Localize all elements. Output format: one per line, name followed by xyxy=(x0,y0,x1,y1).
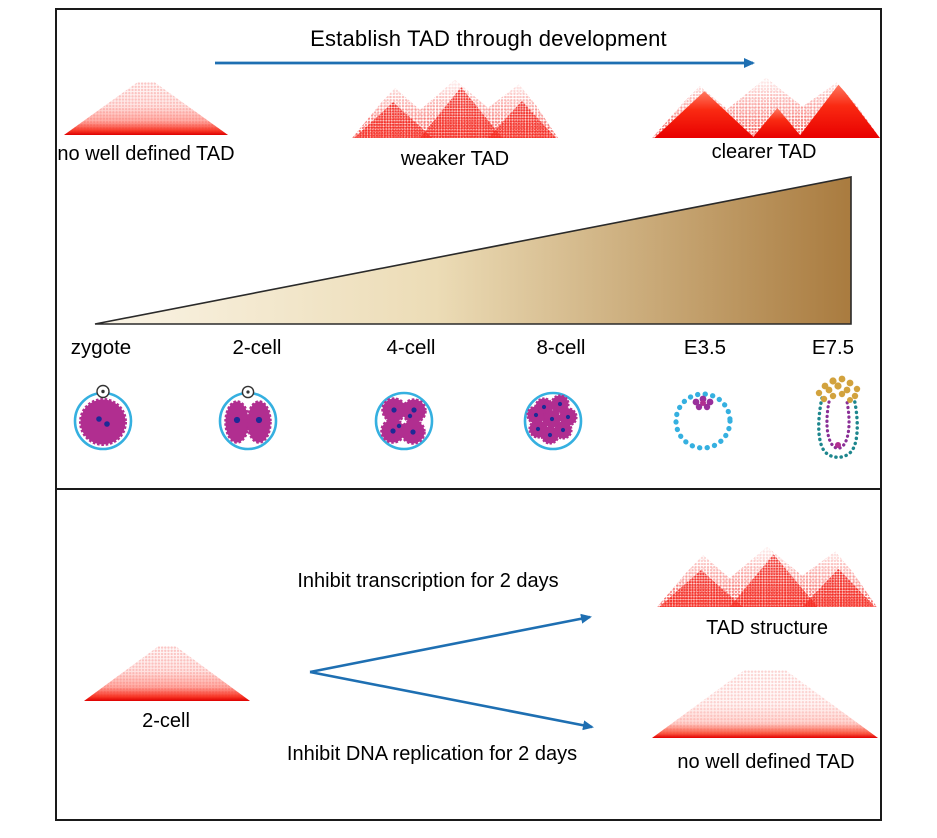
eight-cell-embryo-icon xyxy=(523,391,583,451)
branch-label-inhibit-dna-replication: Inhibit DNA replication for 2 days xyxy=(286,743,578,765)
polar-body xyxy=(96,384,110,399)
blastomeres xyxy=(380,397,427,445)
polar-body xyxy=(241,385,255,399)
result-label-tad-structure: TAD structure xyxy=(706,617,828,639)
blastomeres xyxy=(224,400,272,444)
egg-cylinder-embryo-icon xyxy=(815,375,861,459)
heatmap-label-weaker-tad: weaker TAD xyxy=(400,148,510,170)
hic-heatmap-weaker-tad xyxy=(352,80,558,138)
zygote-embryo-icon xyxy=(73,384,133,451)
trophectoderm-ring xyxy=(673,391,733,451)
zona-pellucida xyxy=(523,391,583,451)
blastomeres xyxy=(526,394,578,445)
stage-label-zygote: zygote xyxy=(70,336,132,359)
stage-label-4cell: 4-cell xyxy=(386,336,436,359)
hic-heatmap-2cell-source xyxy=(84,646,250,701)
visceral-endoderm-outline xyxy=(817,396,859,459)
panel-title: Establish TAD through development xyxy=(310,26,667,51)
blastocyst-embryo-icon xyxy=(673,391,733,451)
branch-label-inhibit-transcription: Inhibit transcription for 2 days xyxy=(297,570,559,592)
heatmap-label-clearer-tad: clearer TAD xyxy=(711,141,817,163)
two-cell-embryo-icon xyxy=(218,385,278,451)
development-panel: Establish TAD through development no wel… xyxy=(55,8,882,490)
stage-label-2cell: 2-cell xyxy=(232,336,282,359)
source-stage-label: 2-cell xyxy=(142,710,190,732)
development-gradient-wedge xyxy=(94,176,852,325)
pronucleus xyxy=(96,416,102,422)
zona-pellucida xyxy=(374,391,434,451)
blastomere xyxy=(79,398,127,446)
inhibition-panel: 2-cell Inhibit transcription for 2 days … xyxy=(55,488,882,821)
inner-cell-mass xyxy=(692,395,714,411)
branch-arrows-icon xyxy=(309,613,594,731)
epiblast-lining xyxy=(825,400,851,450)
development-arrow-icon xyxy=(215,58,755,68)
heatmap-label-no-tad: no well defined TAD xyxy=(57,143,235,165)
result-label-no-tad: no well defined TAD xyxy=(677,751,855,773)
hic-heatmap-tad-structure xyxy=(657,547,877,607)
hic-heatmap-no-tad-result xyxy=(652,670,878,738)
stage-label-8cell: 8-cell xyxy=(536,336,586,359)
stage-label-e75: E7.5 xyxy=(811,336,855,359)
stage-label-e35: E3.5 xyxy=(683,336,727,359)
extraembryonic-cap xyxy=(815,375,861,403)
four-cell-embryo-icon xyxy=(374,391,434,451)
hic-heatmap-clearer-tad xyxy=(652,78,880,138)
pronucleus xyxy=(104,421,110,427)
hic-heatmap-no-tad xyxy=(64,82,228,135)
epiblast-cell xyxy=(835,442,841,448)
